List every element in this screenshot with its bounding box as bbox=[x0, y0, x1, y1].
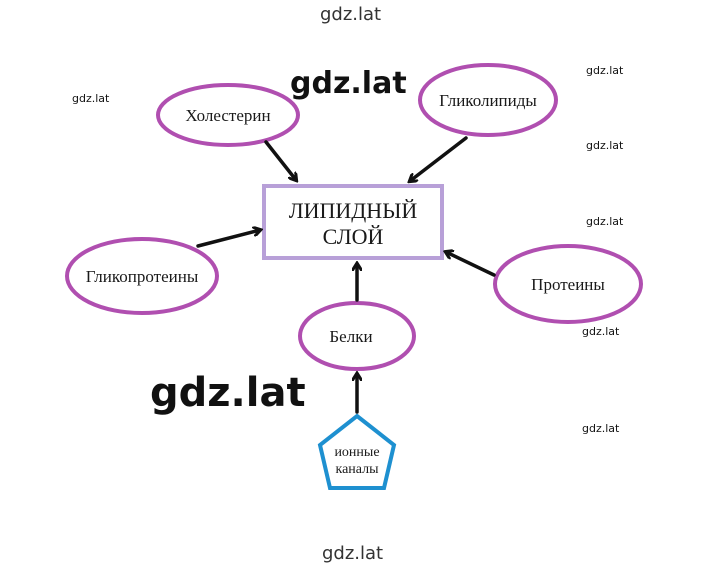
watermark-small-right-1: gdz.lat bbox=[586, 64, 624, 77]
center-label-line2: СЛОЙ bbox=[323, 224, 384, 249]
node-ion-channels-line2: каналы bbox=[335, 462, 379, 477]
node-proteins: Протеины bbox=[493, 244, 643, 324]
watermark-small-left: gdz.lat bbox=[72, 92, 110, 105]
node-glycoproteins: Гликопротеины bbox=[65, 237, 219, 315]
watermark-small-right-4: gdz.lat bbox=[582, 325, 620, 338]
center-label-line1: ЛИПИДНЫЙ bbox=[289, 198, 418, 223]
center-box: ЛИПИДНЫЙ СЛОЙ bbox=[262, 184, 444, 260]
node-belki: Белки bbox=[298, 301, 416, 371]
node-glycolipids: Гликолипиды bbox=[418, 63, 558, 137]
node-ion-channels-line1: ионные bbox=[334, 445, 379, 460]
watermark-bottom: gdz.lat bbox=[322, 543, 384, 564]
watermark-small-right-2: gdz.lat bbox=[586, 139, 624, 152]
watermark-large-lower: gdz.lat bbox=[150, 370, 306, 416]
watermark-small-right-5: gdz.lat bbox=[582, 422, 620, 435]
watermark-small-right-3: gdz.lat bbox=[586, 215, 624, 228]
node-cholesterol: Холестерин bbox=[156, 83, 300, 147]
node-glycolipids-label: Гликолипиды bbox=[439, 91, 537, 110]
node-belki-label: Белки bbox=[329, 327, 372, 346]
node-ion-channels: ионные каналы bbox=[317, 413, 397, 490]
node-proteins-label: Протеины bbox=[531, 275, 605, 294]
arrow-cholesterol-to-center bbox=[264, 140, 296, 180]
arrow-glycoproteins-to-center bbox=[196, 230, 260, 248]
watermark-top: gdz.lat bbox=[320, 4, 382, 25]
arrow-proteins-to-center bbox=[446, 252, 496, 277]
watermark-large-center: gdz.lat bbox=[290, 66, 407, 101]
node-glycoproteins-label: Гликопротеины bbox=[86, 267, 199, 286]
arrow-glycolipids-to-center bbox=[410, 136, 468, 181]
node-cholesterol-label: Холестерин bbox=[185, 106, 270, 125]
